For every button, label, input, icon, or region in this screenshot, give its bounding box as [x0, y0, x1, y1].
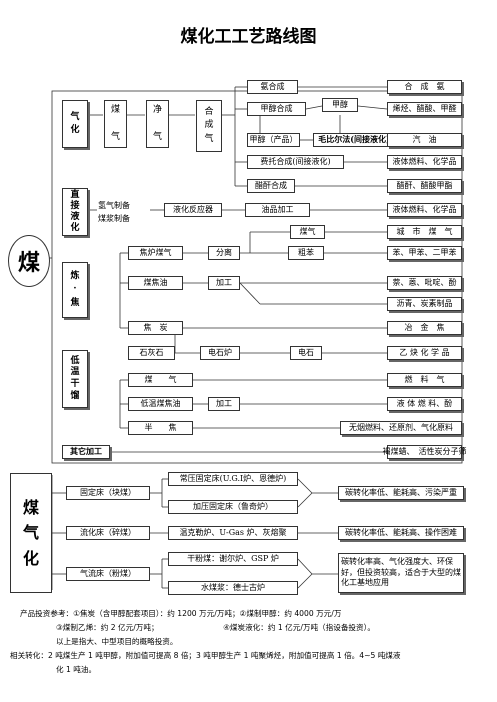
processing-2-box: 加工 — [208, 276, 240, 290]
low-temp-tar-box: 低温煤焦油 — [128, 397, 193, 411]
syngas-box: 合 成 气 — [196, 100, 222, 152]
coking-box: 炼 · 焦 — [62, 262, 88, 318]
arc-furnace-box: 电石炉 — [200, 346, 240, 360]
fluidized-bed-box: 流化床（碎煤） — [66, 526, 150, 540]
direct-liquefaction-box: 直 接 液 化 — [62, 188, 88, 236]
methanol-box: 甲醇 — [322, 98, 358, 112]
output-benzene: 苯、甲苯、二甲苯 — [387, 246, 462, 260]
coal-node: 煤 — [8, 235, 50, 287]
note-line-5: 化 1 吨油。 — [56, 665, 97, 674]
output-acetic: 醋酐、醋酸甲酯 — [387, 179, 462, 193]
gas-2-box: 煤气 — [290, 225, 325, 239]
gas-box: 煤 气 — [104, 100, 127, 148]
output-gasoline: 汽 油 — [387, 133, 462, 147]
oil-processing-box: 油品加工 — [245, 203, 310, 217]
note-line-1: 产品投资参考：①焦炭（含甲醇配套项目）：约 1200 万元/万吨；②煤制甲醇：约… — [20, 609, 342, 618]
note-line-3: 以上是指大、中型项目的概略投资。 — [56, 637, 178, 646]
methanol-product-box: 甲醇（产品） — [247, 133, 300, 147]
coke-oven-gas-box: 焦炉煤气 — [128, 246, 183, 260]
page-title: 煤化工工艺路线图 — [180, 27, 317, 47]
gasification-box: 气 化 — [62, 100, 88, 148]
output-naphthalene: 萘、蒽、吡啶、酚 — [387, 276, 462, 290]
output-ammonia: 合 成 氨 — [387, 80, 462, 94]
fluidized-bed-type-box: 温克勒炉、U-Gas 炉、灰熔聚 — [168, 526, 298, 540]
fixed-bed-result-box: 碳转化率低、能耗高、污染严重 — [338, 486, 464, 500]
crude-benzene-box: 粗苯 — [288, 246, 324, 260]
coal-gasification-box: 煤 气 化 — [10, 473, 52, 593]
liquefaction-reactor-box: 液化反应器 — [164, 203, 222, 217]
entrained-flow-box: 气流床（粉煤） — [66, 567, 150, 581]
output-fuel-1: 液体燃料、化学品 — [387, 155, 462, 169]
output-fuel-2: 液体燃料、化学品 — [387, 203, 462, 217]
output-metallurgical-coke: 冶 金 焦 — [387, 321, 462, 335]
entrained-flow-result-box: 碳转化率高、气化强度大、环保好，但投资较高，适合于大型的煤化工基地应用 — [338, 553, 464, 593]
ammonia-synthesis-box: 氨合成 — [247, 80, 298, 94]
note-line-4: 相关转化：2 吨煤生产 1 吨甲醇，附加值可提高 8 倍；3 吨甲醇生产 1 吨… — [10, 651, 401, 660]
output-smokeless-fuel: 无烟燃料、还原剂、气化原料 — [340, 421, 462, 435]
limestone-box: 石灰石 — [128, 346, 175, 360]
output-asphalt: 沥青、炭素制品 — [387, 297, 462, 311]
mobil-process-box: 毛比尔法(间接液化) — [313, 133, 395, 147]
methanol-synthesis-box: 甲醇合成 — [247, 102, 306, 116]
processing-3-box: 加工 — [208, 397, 240, 411]
semi-coke-box: 半 焦 — [128, 421, 193, 435]
hydrogen-prep-label: 氢气制备 — [98, 201, 130, 210]
separation-box: 分离 — [208, 246, 240, 260]
dry-powder-box: 干粉煤：谢尔炉、GSP 炉 — [168, 552, 298, 566]
fischer-tropsch-box: 费托合成(间接液化) — [247, 155, 344, 169]
water-slurry-box: 水煤浆：德士古炉 — [168, 581, 298, 595]
purify-box: 净 气 — [146, 100, 169, 148]
fixed-bed-box: 固定床（块煤） — [66, 486, 150, 500]
acetic-synthesis-box: 醋酐合成 — [247, 179, 295, 193]
gas-3-box: 煤 气 — [128, 373, 193, 387]
output-liquid-fuel: 液 体 燃 料、酚 — [387, 397, 462, 411]
fixed-bed-pressurized-box: 加压固定床（鲁奇炉） — [168, 500, 298, 514]
other-processing-box: 其它加工 — [62, 445, 110, 459]
output-fuel-gas: 燃 料 气 — [387, 373, 462, 387]
low-temp-carbonization-box: 低 温 干 馏 — [62, 350, 88, 408]
coal-tar-box: 煤焦油 — [128, 276, 183, 290]
output-city-gas: 城 市 煤 气 — [387, 225, 462, 239]
slurry-prep-label: 煤浆制备 — [98, 214, 130, 223]
output-acetylene: 乙 炔 化 学 品 — [387, 346, 462, 360]
output-olefin: 烯烃、醋酸、甲醛 — [387, 102, 462, 116]
carbide-box: 电石 — [290, 346, 322, 360]
fixed-bed-atmospheric-box: 常压固定床(U.G.I炉、恩德炉) — [168, 472, 298, 486]
coke-box: 焦 炭 — [128, 321, 183, 335]
note-line-2: ③煤制乙烯：约 2 亿元/万吨； ④煤炭液化：约 1 亿元/万吨（指设备投资）。 — [56, 623, 376, 632]
fluidized-bed-result-box: 碳转化率低、能耗高、操作困难 — [338, 526, 464, 540]
output-pitch: 褐煤蜡、 活性炭分子筛 — [383, 445, 467, 459]
